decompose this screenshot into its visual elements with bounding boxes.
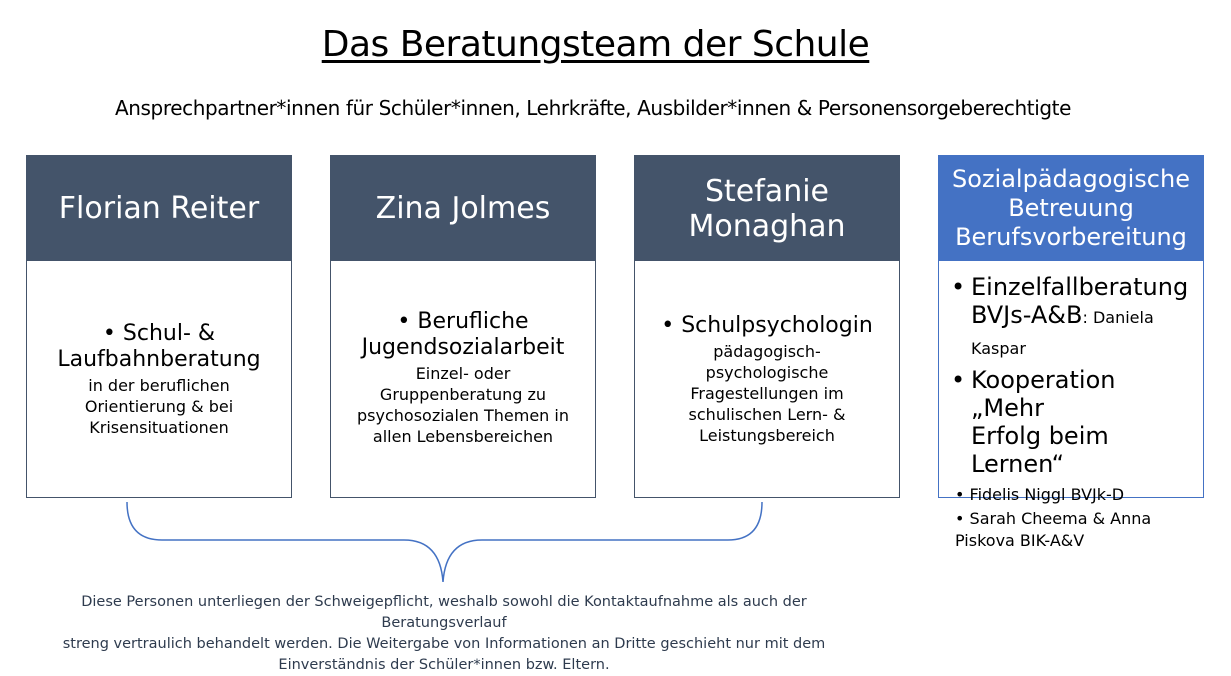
sub-item-text: Sarah Cheema & Anna — [969, 509, 1152, 528]
note-line: Einverständnis der Schüler*innen bzw. El… — [278, 657, 610, 673]
desc-line: in der beruflichen — [88, 375, 230, 395]
card-body: • Einzelfallberatung BVJs-A&B: Daniela K… — [939, 261, 1203, 550]
desc-line: allen Lebensbereichen — [372, 427, 554, 446]
role-title: • Schulpsychologin — [661, 313, 873, 339]
role-line: Berufliche — [417, 309, 529, 334]
role-description: Einzel- oder Gruppenberatung zu psychoso… — [357, 363, 569, 447]
sub-list-item: • Fidelis Niggl BVJk-D — [951, 484, 1124, 506]
note-line: Diese Personen unterliegen der Schweigep… — [81, 594, 807, 631]
card-header: Stefanie Monaghan — [635, 156, 899, 261]
page-title: Das Beratungsteam der Schule — [321, 24, 870, 65]
confidentiality-note: Diese Personen unterliegen der Schweigep… — [26, 592, 862, 676]
card-sozialpaedagogische-betreuung: Sozialpädagogische Betreuung Berufsvorbe… — [938, 155, 1204, 550]
desc-line: psychosozialen Themen in — [357, 406, 569, 425]
bullet-icon: • — [951, 366, 966, 394]
desc-line: Einzel- oder — [415, 364, 511, 383]
role-line: Jugendsozialarbeit — [361, 335, 565, 360]
card-florian-reiter: Florian Reiter • Schul- & Laufbahnberatu… — [26, 155, 292, 498]
sub-item-text: Piskova BIK-A&V — [955, 531, 1085, 550]
card-body: • Schul- & Laufbahnberatung in der beruf… — [27, 261, 291, 497]
person-name: Stefanie — [704, 173, 829, 209]
role-description: pädagogisch- psychologische Fragestellun… — [689, 341, 846, 446]
role-title: • Berufliche Jugendsozialarbeit — [362, 309, 565, 361]
desc-line: pädagogisch- — [713, 342, 821, 361]
bullet-icon: • — [955, 485, 965, 504]
bullet-icon: • — [955, 509, 965, 528]
card-body: • Schulpsychologin pädagogisch- psycholo… — [635, 261, 899, 497]
desc-line: Krisensituationen — [89, 417, 229, 437]
page-subtitle: Ansprechpartner*innen für Schüler*innen,… — [114, 96, 1072, 120]
desc-line: schulischen Lern- & — [688, 405, 846, 424]
card-header: Sozialpädagogische Betreuung Berufsvorbe… — [939, 156, 1203, 261]
card-header: Florian Reiter — [27, 156, 291, 261]
role-description: in der beruflichen Orientierung & bei Kr… — [85, 375, 233, 438]
team-name: Sozialpädagogische — [952, 165, 1190, 193]
desc-line: Leistungsbereich — [699, 426, 835, 445]
card-zina-jolmes: Zina Jolmes • Berufliche Jugendsozialarb… — [330, 155, 596, 498]
person-name: Zina Jolmes — [375, 191, 551, 226]
item-line: Einzelfallberatung — [971, 273, 1189, 301]
role-line: Schulpsychologin — [681, 313, 873, 338]
desc-line: Gruppenberatung zu — [379, 385, 547, 404]
item-line: BVJs-A&B — [971, 301, 1083, 329]
item-contact: Kaspar — [971, 339, 1026, 358]
role-title: • Schul- & Laufbahnberatung — [57, 321, 260, 373]
desc-line: psychologische — [705, 363, 829, 382]
person-name: Monaghan — [688, 208, 846, 244]
sub-item-text: Fidelis Niggl BVJk-D — [969, 485, 1125, 504]
role-line: Laufbahnberatung — [57, 346, 261, 372]
bullet-icon: • — [102, 320, 116, 346]
sub-list-item: • Sarah Cheema & Anna Piskova BIK-A&V — [951, 508, 1151, 552]
team-name: Berufsvorbereitung — [955, 223, 1187, 251]
bullet-icon: • — [397, 309, 411, 334]
item-line: Erfolg beim Lernen“ — [971, 422, 1109, 478]
brace-path — [126, 501, 763, 583]
item-contact: : Daniela — [1082, 308, 1154, 327]
person-name: Florian Reiter — [58, 191, 260, 226]
bullet-icon: • — [951, 273, 966, 301]
list-item: • Einzelfallberatung BVJs-A&B: Daniela K… — [951, 273, 1188, 360]
list-item: • Kooperation „Mehr Erfolg beim Lernen“ — [951, 366, 1193, 478]
item-line: Kooperation „Mehr — [971, 366, 1116, 422]
desc-line: Orientierung & bei — [84, 396, 234, 416]
team-name: Betreuung — [1008, 194, 1134, 222]
bullet-icon: • — [661, 313, 675, 338]
note-line: streng vertraulich behandelt werden. Die… — [62, 636, 826, 652]
card-header: Zina Jolmes — [331, 156, 595, 261]
card-body: • Berufliche Jugendsozialarbeit Einzel- … — [331, 261, 595, 497]
desc-line: Fragestellungen im — [690, 384, 844, 403]
card-stefanie-monaghan: Stefanie Monaghan • Schulpsychologin päd… — [634, 155, 900, 498]
role-line: Schul- & — [122, 320, 216, 346]
